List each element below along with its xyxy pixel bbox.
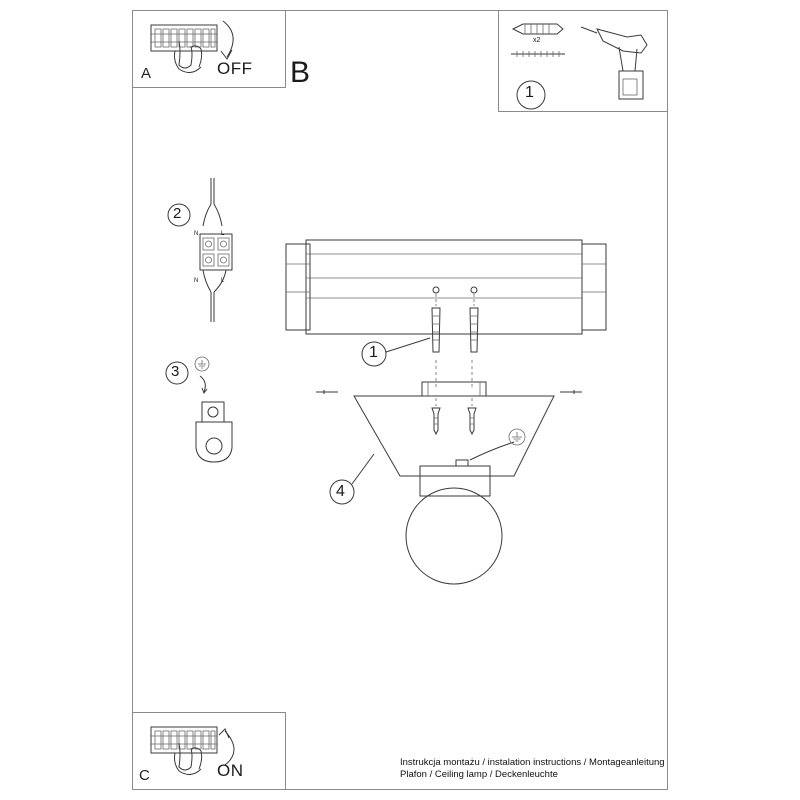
ground-step-number: 3 [171, 363, 180, 380]
screw-icon [511, 51, 565, 57]
tools-panel: x2 1 [498, 10, 668, 112]
panel-a-power-off: A OFF [132, 10, 286, 88]
instruction-frame [132, 10, 668, 790]
panel-a-letter: A [141, 65, 152, 82]
wire-label-l-top: L [221, 231, 225, 237]
tools-step-number: 1 [525, 84, 534, 101]
wire-label-n-top: N [194, 231, 199, 237]
wall-plug-icon [511, 23, 564, 35]
step-1-anchor-circle [361, 337, 431, 367]
lamp-body-drawing [316, 360, 582, 585]
ground-symbol-icon [508, 428, 526, 446]
panel-c-letter: C [139, 767, 150, 784]
power-on-label: ON [217, 761, 244, 780]
step-1-circle [516, 80, 546, 110]
caption-line-1: Instrukcja montażu / instalation instruc… [400, 757, 665, 768]
anchor-step-number: 1 [369, 344, 378, 361]
power-off-label: OFF [217, 59, 253, 78]
panel-b-letter: B [290, 56, 311, 89]
drill-icon [580, 26, 648, 100]
wiring-step-number: 2 [173, 205, 182, 222]
ground-terminal-icon [194, 356, 233, 463]
arrow-down-icon [220, 20, 234, 60]
wall-plugs-drawing [431, 286, 479, 353]
terminal-block-icon [199, 178, 233, 322]
fuse-box-on-icon [150, 726, 218, 775]
ceiling-mount-drawing [285, 239, 607, 335]
step-4-shade-circle [329, 453, 375, 505]
wire-label-n-bottom: N [194, 278, 199, 284]
step-3-circle [165, 361, 189, 385]
step-2-circle [167, 203, 191, 227]
shade-step-number: 4 [336, 483, 345, 500]
panel-c-power-on: C ON [132, 712, 286, 790]
fuse-box-icon [150, 24, 218, 73]
caption-line-2: Plafon / Ceiling lamp / Deckenleuchte [400, 769, 558, 780]
arrow-up-icon [218, 728, 235, 766]
quantity-label: x2 [533, 37, 541, 44]
wire-label-l-bottom: L [221, 278, 225, 284]
